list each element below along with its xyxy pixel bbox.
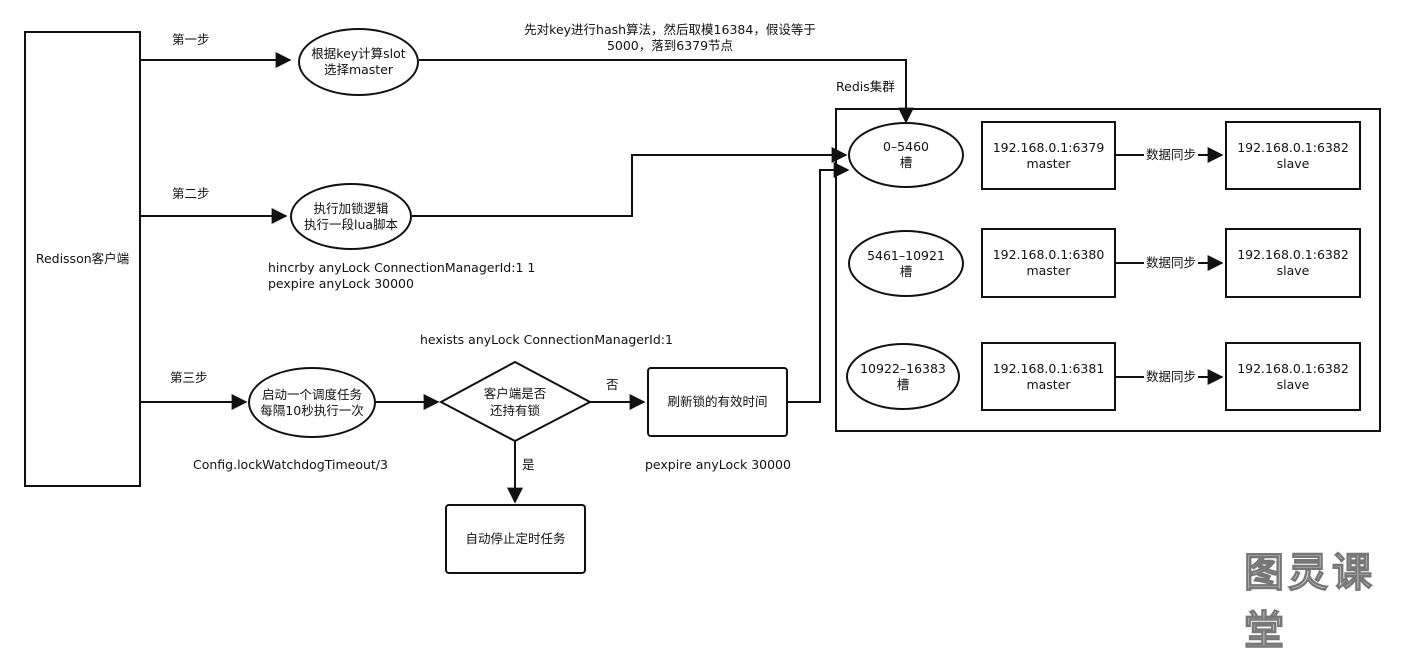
schedule-task-node: 启动一个调度任务 每隔10秒执行一次 — [248, 367, 376, 438]
arrow-select-master-to-slot0 — [419, 59, 914, 124]
master-node-1: 192.168.0.1:6379 master — [981, 121, 1116, 190]
hash-note: 先对key进行hash算法，然后取模16384，假设等于 5000，落到6379… — [524, 22, 816, 53]
select-master-label: 根据key计算slot 选择master — [311, 46, 406, 77]
redis-cluster-title: Redis集群 — [836, 79, 895, 94]
master-label-3: 192.168.0.1:6381 master — [992, 360, 1105, 392]
redisson-client: Redisson客户端 — [24, 31, 141, 487]
lock-logic-label: 执行加锁逻辑 执行一段lua脚本 — [303, 200, 399, 232]
redis-cluster-container — [835, 108, 1381, 432]
step1-label: 第一步 — [172, 32, 210, 47]
hexists-command-note: hexists anyLock ConnectionManagerId:1 — [420, 332, 673, 347]
slot-range-node-2: 5461–10921 槽 — [848, 230, 964, 297]
slot-range-label-1: 0–5460 槽 — [882, 139, 929, 170]
schedule-task-label: 启动一个调度任务 每隔10秒执行一次 — [260, 386, 364, 418]
slot-range-node-3: 10922–16383 槽 — [846, 343, 960, 410]
yes-label: 是 — [522, 457, 535, 472]
auto-stop-label: 自动停止定时任务 — [465, 531, 566, 546]
auto-stop-node: 自动停止定时任务 — [445, 504, 586, 574]
step2-label: 第二步 — [172, 186, 210, 201]
watermark-logo: 图灵课堂 — [1243, 549, 1376, 654]
slot-range-label-3: 10922–16383 槽 — [860, 360, 946, 392]
master-label-1: 192.168.0.1:6379 master — [992, 139, 1105, 171]
slot-range-label-2: 5461–10921 槽 — [867, 247, 945, 279]
slave-node-2: 192.168.0.1:6382 slave — [1225, 228, 1361, 298]
slave-node-3: 192.168.0.1:6382 slave — [1225, 342, 1361, 411]
decision-label: 客户端是否 还持有锁 — [483, 386, 547, 418]
refresh-lock-node: 刷新锁的有效时间 — [647, 367, 788, 437]
arrow-lock-logic-to-slot0 — [412, 147, 848, 217]
no-label: 否 — [606, 377, 619, 392]
diagram-canvas: Redisson客户端 第一步 第二步 第三步 根据key计算slot 选择ma… — [24, 22, 1381, 655]
select-master-node: 根据key计算slot 选择master — [298, 28, 419, 96]
lua-command-note: hincrby anyLock ConnectionManagerId:1 1 … — [268, 260, 536, 291]
sync-label-2: 数据同步 — [1146, 255, 1197, 270]
connector-layer — [141, 52, 1224, 504]
decision-diamond — [438, 360, 593, 443]
slave-label-1: 192.168.0.1:6382 slave — [1237, 139, 1349, 171]
master-label-2: 192.168.0.1:6380 master — [992, 247, 1105, 278]
lock-logic-node: 执行加锁逻辑 执行一段lua脚本 — [290, 183, 412, 250]
slave-label-2: 192.168.0.1:6382 slave — [1237, 247, 1349, 278]
master-node-2: 192.168.0.1:6380 master — [981, 228, 1116, 298]
pexpire-command-note: pexpire anyLock 30000 — [645, 457, 791, 472]
sync-label-1: 数据同步 — [1146, 147, 1197, 162]
redisson-client-label: Redisson客户端 — [35, 251, 130, 266]
refresh-lock-label: 刷新锁的有效时间 — [667, 394, 768, 409]
sync-label-3: 数据同步 — [1146, 369, 1197, 384]
master-node-3: 192.168.0.1:6381 master — [981, 342, 1116, 411]
slot-range-node-1: 0–5460 槽 — [848, 122, 964, 188]
step3-label: 第三步 — [170, 370, 208, 385]
slave-label-3: 192.168.0.1:6382 slave — [1237, 360, 1349, 392]
arrow-refresh-to-slot0 — [788, 162, 850, 403]
watchdog-note: Config.lockWatchdogTimeout/3 — [193, 457, 388, 472]
slave-node-1: 192.168.0.1:6382 slave — [1225, 121, 1361, 190]
